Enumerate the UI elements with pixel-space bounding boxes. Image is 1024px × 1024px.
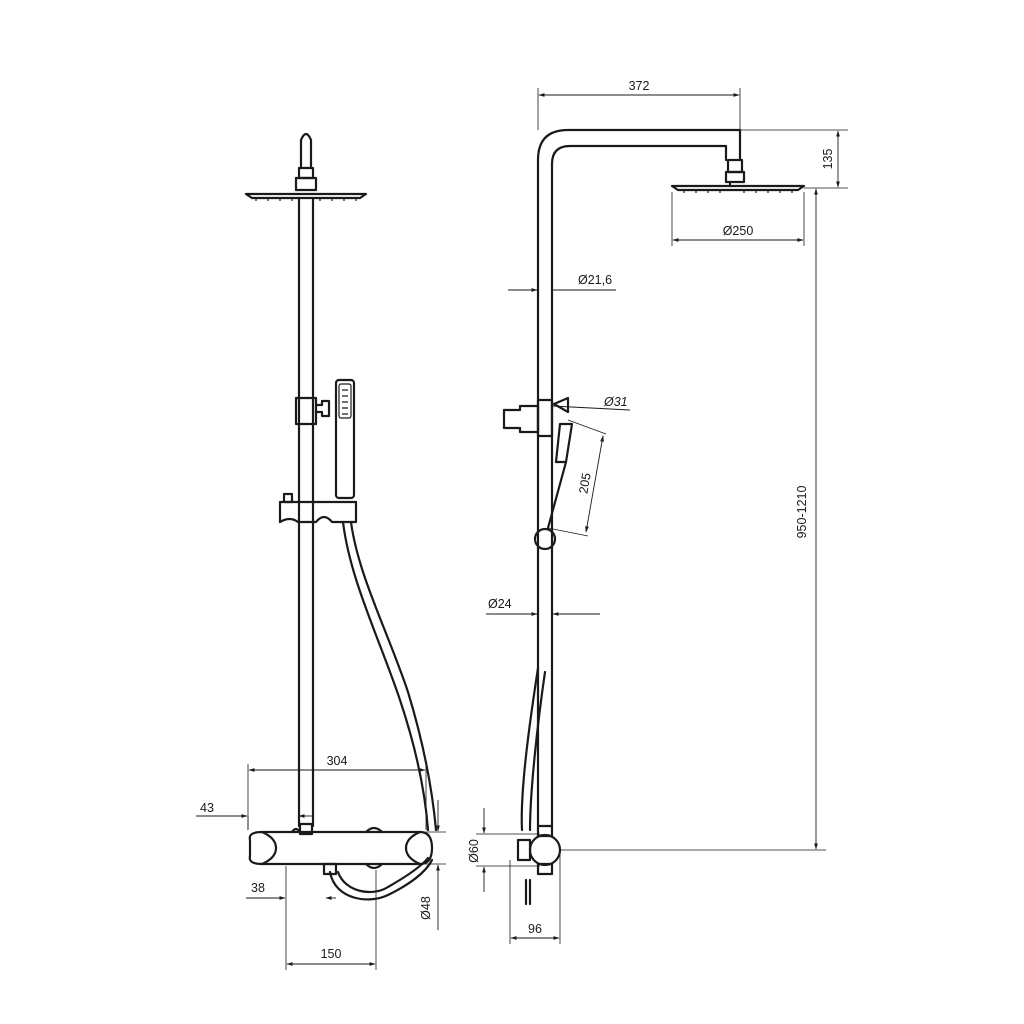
riser-top-cap [299, 132, 313, 170]
dim-304-label: 304 [327, 754, 348, 768]
shower-arm-outer [536, 128, 742, 828]
hose-bottom-loop-inner [336, 856, 430, 894]
hand-shower [334, 378, 356, 500]
right-eccentric [364, 826, 384, 870]
side-hose-1 [520, 666, 540, 832]
side-wall-eccentric [516, 838, 532, 862]
dim-205-label: 205 [576, 472, 593, 495]
head-connector [297, 166, 315, 180]
hose-outer [341, 520, 430, 832]
rain-head-side [670, 184, 806, 192]
arm-connector [726, 158, 744, 174]
side-hand-shower-handle [546, 460, 568, 530]
left-eccentric [290, 827, 302, 834]
dim-250-label: Ø250 [723, 224, 754, 238]
dim-60-label: Ø60 [467, 839, 481, 863]
side-mixer-body [528, 833, 562, 867]
dimension-lines [196, 88, 848, 970]
riser-union [298, 822, 314, 836]
side-slider [502, 404, 540, 434]
hose-outlet [322, 862, 338, 876]
bracket-screw [282, 492, 294, 504]
dim-135-label: 135 [821, 149, 835, 170]
rain-head-front [244, 192, 368, 200]
thermostatic-mixer [248, 830, 434, 866]
dim-48-label: Ø48 [419, 896, 433, 920]
dim-205-line [585, 435, 604, 533]
side-outlet [536, 862, 554, 876]
dimension-labels: 372 135 Ø250 Ø21,6 Ø31 205 950-1210 Ø24 … [200, 79, 835, 961]
dim-31-label: Ø31 [603, 395, 628, 409]
shower-arm-inner [550, 144, 728, 828]
hose-bottom-loop [328, 858, 434, 901]
dim-31-line [551, 405, 631, 411]
front-view [244, 132, 438, 901]
hose-inner [349, 520, 438, 832]
side-hand-shower-cone [552, 396, 570, 414]
dim-24-label: Ø24 [488, 597, 512, 611]
hand-shower-bracket [278, 500, 358, 524]
dim-96-label: 96 [528, 922, 542, 936]
dim-372-label: 372 [629, 79, 650, 93]
head-swivel [294, 176, 318, 192]
side-hose-2 [528, 670, 547, 832]
side-bracket-ball [533, 527, 557, 551]
dim-43-label: 43 [200, 801, 214, 815]
hand-shower-nozzles [342, 389, 348, 415]
rain-head-side-nozzles [683, 190, 793, 193]
mixer-left-handle [260, 830, 278, 866]
slider-knob [314, 399, 331, 418]
mixer-right-handle [404, 830, 422, 866]
side-slider-clamp [536, 398, 554, 438]
arm-swivel [724, 170, 746, 184]
hand-shower-spray-face [338, 383, 352, 419]
side-hose-3 [524, 878, 532, 906]
dim-150-label: 150 [321, 947, 342, 961]
dim-21-6-label: Ø21,6 [578, 273, 612, 287]
dim-38-label: 38 [251, 881, 265, 895]
side-hand-shower-head [554, 422, 574, 464]
rain-head-nozzles [255, 198, 357, 201]
dim-950-1210-label: 950-1210 [795, 486, 809, 539]
side-view [502, 128, 806, 906]
